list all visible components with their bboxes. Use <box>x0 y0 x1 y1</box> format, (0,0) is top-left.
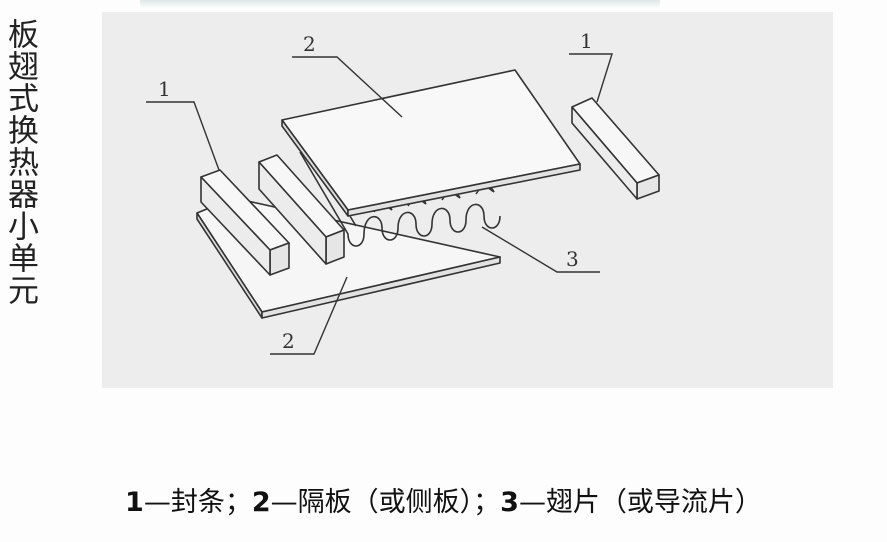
label-plate-top: 2 <box>303 32 316 56</box>
left-seal-bar <box>200 169 290 276</box>
caption-text-2: —隔板（或侧板）； <box>270 487 501 518</box>
diagram-panel: 1 2 1 3 2 <box>102 12 833 388</box>
leader-line-plate-top <box>292 56 403 118</box>
leader-line-seal-right <box>569 53 613 103</box>
heat-exchanger-diagram: 1 2 1 3 2 <box>146 29 660 355</box>
caption: 1—封条；2—隔板（或侧板）；3—翅片（或导流片） <box>0 480 887 519</box>
caption-number-3: 3 <box>500 487 519 518</box>
right-seal-bar <box>571 97 660 200</box>
label-seal-left: 1 <box>158 77 171 101</box>
caption-number-2: 2 <box>251 487 271 518</box>
page-title: 板翅式换热器小单元 <box>2 18 38 306</box>
leader-line-fin <box>481 226 600 273</box>
top-separator-plate <box>281 69 581 217</box>
top-decoration <box>140 0 660 8</box>
leader-line-seal-left <box>146 101 220 171</box>
label-fin: 3 <box>566 247 579 271</box>
leader-line-plate-bottom <box>270 276 348 355</box>
caption-number-1: 1 <box>125 487 144 518</box>
label-seal-right: 1 <box>580 29 593 53</box>
caption-text-3: —翅片（或导流片） <box>518 487 762 518</box>
label-plate-bottom: 2 <box>282 329 295 353</box>
middle-seal-bar <box>258 154 345 265</box>
caption-text-1: —封条； <box>143 487 252 518</box>
